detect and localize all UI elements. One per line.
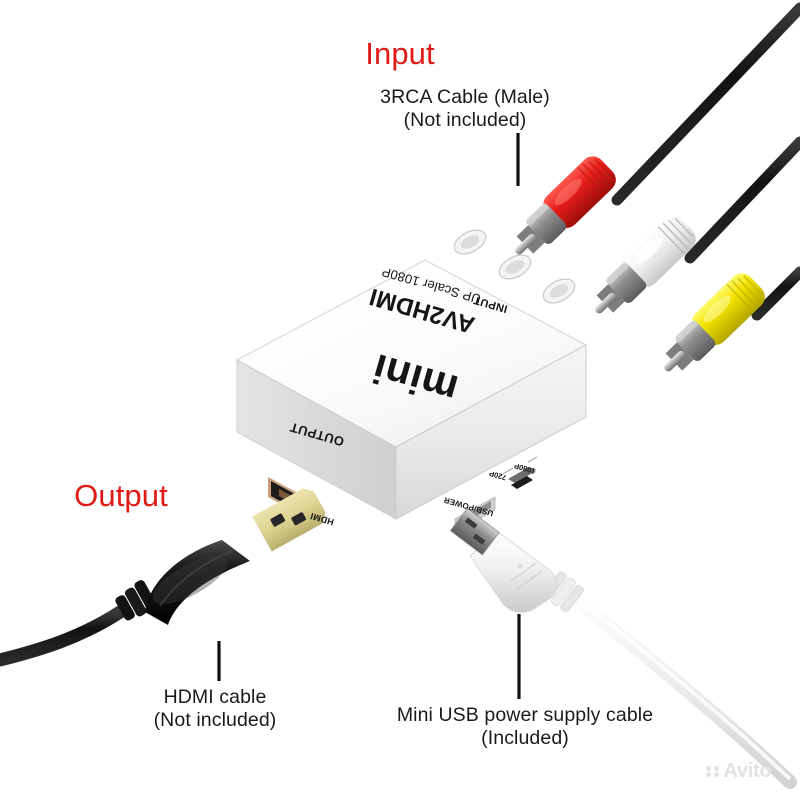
watermark-text: Avito [723,760,772,782]
avito-watermark: Avito [706,760,772,783]
rca-input-jacks [453,229,576,304]
usb-caption-line-1: Mini USB power supply cable [396,704,654,726]
usb-power-cable [449,507,797,789]
leader-lines [217,133,521,699]
watermark-dots-icon [706,765,720,778]
hdmi-caption-line-2: (Not included) [153,709,277,731]
rca-plug-red [515,156,616,255]
input-label: Input [365,36,435,71]
output-label: Output [74,478,168,513]
hdmi-cable [0,488,326,667]
usb-caption-line-2: (Included) [481,727,569,749]
input-caption: 3RCA Cable (Male) (Not included) [300,86,630,132]
input-caption-line-2: (Not included) [403,109,527,131]
hdmi-caption-line-1: HDMI cable [163,686,267,708]
usb-cable-caption: Mini USB power supply cable (Included) [360,704,690,750]
rca-plug-white [595,215,696,314]
av2hdmi-converter-device [235,229,588,533]
rca-plug-yellow [664,273,765,372]
rca-cable-leads [611,2,800,321]
input-caption-line-1: 3RCA Cable (Male) [380,86,550,108]
resolution-switch[interactable] [502,456,538,489]
hdmi-cable-caption: HDMI cable (Not included) [90,686,340,732]
